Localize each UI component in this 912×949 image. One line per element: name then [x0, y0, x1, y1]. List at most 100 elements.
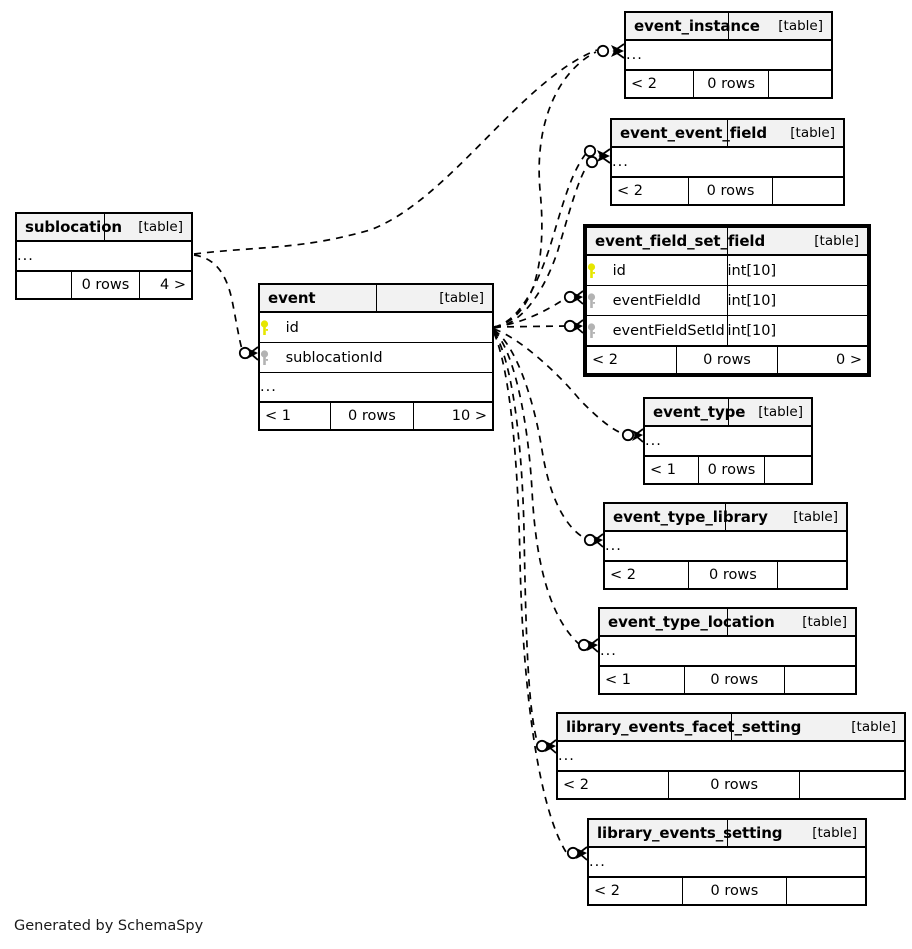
table-name: sublocation — [16, 213, 122, 242]
table-tag: [table] — [726, 819, 866, 848]
column-name: id — [285, 319, 299, 336]
table-ellipsis-row: ... — [604, 530, 847, 561]
table-footer: < 2 0 rows — [624, 70, 832, 98]
footer-row-count: 0 rows — [683, 666, 786, 694]
table-tag: [table] — [728, 12, 832, 41]
table-node-event-field-set-field[interactable]: event_field_set_field [table] id int[10] — [583, 224, 871, 377]
table-node-event-type-library[interactable]: event_type_library [table] ... < 2 0 row… — [603, 502, 848, 590]
table-tag: [table] — [725, 503, 847, 532]
edge-sublocation-event — [193, 254, 244, 353]
table-node-event-event-field[interactable]: event_event_field [table] ... < 2 0 rows — [610, 118, 845, 206]
footer-row-count: 0 rows — [681, 877, 787, 905]
edge-event-library-events-facet-setting — [493, 331, 539, 746]
primary-key-icon — [260, 319, 275, 336]
footer-row-count: 0 rows — [70, 271, 141, 299]
table-footer: < 2 0 rows — [611, 177, 844, 205]
ellipsis-label: ... — [588, 846, 866, 877]
table-node-event-type-location[interactable]: event_type_location [table] ... < 1 0 ro… — [598, 607, 857, 695]
footer-row-count: 0 rows — [687, 177, 774, 205]
table-tag: [table] — [375, 284, 493, 313]
ellipsis-label: ... — [644, 425, 812, 456]
footer-children-count — [785, 877, 867, 905]
table-header: event_instance [table] — [625, 12, 832, 41]
table-node-library-events-setting[interactable]: library_events_setting [table] ... < 2 0… — [587, 818, 867, 906]
footer-children-count — [798, 771, 906, 799]
footer-children-count — [776, 561, 848, 589]
table-name: event_instance — [625, 12, 760, 41]
column-type: int[10] — [726, 254, 868, 286]
table-ellipsis-row: ... — [611, 146, 844, 177]
edge-event-event-instance — [493, 51, 597, 328]
edge-sublocation-event-instance — [193, 49, 598, 255]
table-ellipsis-row: ... — [557, 740, 905, 771]
ellipsis-label: ... — [604, 530, 847, 561]
footer-row-count: 0 rows — [697, 456, 766, 484]
table-name: event_field_set_field — [586, 227, 765, 256]
table-node-library-events-facet-setting[interactable]: library_events_facet_setting [table] ...… — [556, 712, 906, 800]
column-name-cell: eventFieldSetId — [586, 315, 728, 346]
foreign-key-icon — [587, 322, 602, 339]
footer-children-count — [772, 177, 844, 205]
table-header: event_type_library [table] — [604, 503, 847, 532]
ellipsis-label: ... — [625, 39, 832, 70]
footer-row-count: 0 rows — [693, 70, 770, 98]
table-ellipsis-row: ... — [644, 425, 812, 456]
footer-parents-count: < 1 — [599, 666, 685, 694]
footer-parents-count: < 2 — [588, 877, 683, 905]
table-footer: < 2 0 rows — [588, 877, 867, 905]
column-name-cell: sublocationId — [259, 342, 493, 373]
ellipsis-label: ... — [259, 372, 493, 402]
footer-parents-count: < 2 — [603, 561, 690, 589]
edge-event-event-type-library — [493, 329, 587, 540]
foreign-key-icon — [587, 292, 602, 309]
edge-event-event-field-set-field-1 — [493, 297, 567, 328]
column-name-cell: id — [259, 311, 493, 343]
table-footer: < 1 0 rows — [599, 666, 856, 694]
ellipsis-label: ... — [599, 635, 856, 666]
column-type: int[10] — [726, 285, 868, 316]
table-tag: [table] — [727, 608, 856, 637]
table-name: library_events_setting — [588, 819, 783, 848]
footer-children-count — [768, 70, 832, 98]
table-footer: 0 rows 4 > — [16, 271, 192, 299]
table-column-row: id — [259, 311, 493, 343]
footer-children-count: 0 > — [776, 346, 869, 374]
footer-parents-count: < 2 — [585, 346, 678, 374]
footer-parents-count: < 2 — [611, 177, 689, 205]
table-ellipsis-row: ... — [16, 240, 192, 271]
table-column-row: sublocationId — [259, 342, 493, 373]
table-column-row: id int[10] — [586, 254, 868, 286]
table-name: event_type_location — [599, 608, 775, 637]
primary-key-icon — [587, 262, 602, 279]
table-node-event-instance[interactable]: event_instance [table] ... < 2 0 rows — [624, 11, 833, 99]
table-node-event[interactable]: event [table] id — [258, 283, 494, 431]
column-name: sublocationId — [285, 349, 383, 366]
table-node-sublocation[interactable]: sublocation [table] ... 0 rows 4 > — [15, 212, 193, 300]
footer-children-count: 4 > — [139, 271, 192, 299]
table-header: event_type [table] — [644, 398, 812, 427]
table-header: event_type_location [table] — [599, 608, 856, 637]
column-name: eventFieldSetId — [612, 322, 725, 339]
table-column-row: eventFieldId int[10] — [586, 285, 868, 316]
table-ellipsis-row: ... — [259, 372, 493, 402]
table-node-event-type[interactable]: event_type [table] ... < 1 0 rows — [643, 397, 813, 485]
footer-parents-count: < 1 — [644, 456, 699, 484]
table-header: event [table] — [259, 284, 493, 313]
column-type: int[10] — [726, 315, 868, 346]
table-name: library_events_facet_setting — [557, 713, 801, 742]
column-name: id — [612, 262, 626, 279]
table-header: library_events_facet_setting [table] — [557, 713, 905, 742]
footer-children-count — [784, 666, 856, 694]
edge-event-event-field-set-field-2 — [493, 325, 567, 328]
generated-by-credit: Generated by SchemaSpy — [14, 918, 204, 934]
column-name-cell: eventFieldId — [586, 285, 728, 316]
footer-parents-count: < 2 — [624, 70, 695, 98]
edge-event-event-event-field-1 — [493, 150, 589, 328]
edge-event-event-event-field-2 — [493, 160, 591, 329]
table-tag: [table] — [727, 398, 812, 427]
edge-event-event-type-location — [493, 330, 581, 646]
table-footer: < 2 0 rows — [603, 561, 848, 589]
footer-parents-count: < 2 — [556, 771, 670, 799]
table-header: library_events_setting [table] — [588, 819, 866, 848]
